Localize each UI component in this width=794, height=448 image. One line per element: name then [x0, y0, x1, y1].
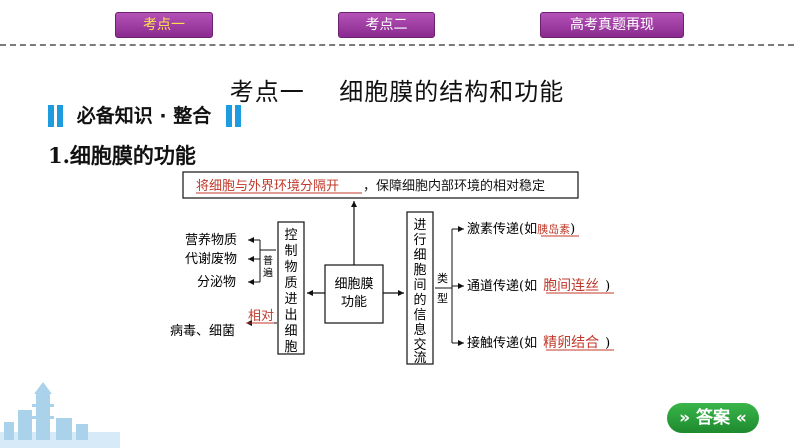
- brace-label-bian: 遍: [263, 266, 273, 279]
- svg-text:制: 制: [284, 244, 297, 259]
- svg-text:进: 进: [284, 292, 297, 307]
- right-item-hormone: 激素传递(如胰岛素): [467, 221, 575, 237]
- center-function-box: [324, 264, 384, 324]
- svg-text:行: 行: [413, 233, 426, 248]
- svg-text:质: 质: [284, 276, 297, 291]
- section-banner: 必备知识 · 整合: [48, 102, 244, 130]
- control-box: [277, 221, 305, 355]
- top-function-box: [182, 171, 579, 199]
- top-box-text: ，保障细胞内部环境的相对稳定: [363, 178, 545, 194]
- svg-text:细: 细: [413, 248, 426, 263]
- left-item-waste: 代谢废物: [185, 251, 237, 267]
- left-input-arrows: [248, 237, 276, 285]
- banner-bar-icon: [57, 105, 63, 127]
- svg-text:控: 控: [284, 228, 297, 243]
- right-type-arrows: [435, 226, 464, 346]
- info-exchange-box: [406, 211, 434, 365]
- svg-text:交: 交: [413, 337, 426, 353]
- svg-text:息: 息: [413, 322, 426, 338]
- banner-bar-icon: [235, 105, 241, 127]
- svg-text:胞: 胞: [284, 340, 297, 355]
- left-item-nutrients: 营养物质: [185, 232, 237, 248]
- section-banner-text: 必备知识 · 整合: [76, 105, 212, 127]
- svg-text:物: 物: [284, 260, 297, 275]
- right-item-contact: 接触传递(如精卵结合): [467, 335, 610, 351]
- type-label-xing: 型: [437, 291, 448, 305]
- svg-text:细: 细: [284, 324, 297, 339]
- brace-label-pu: 普: [263, 254, 273, 267]
- relative-answer: 相对: [248, 309, 274, 324]
- banner-bar-icon: [226, 105, 232, 127]
- right-item-channel: 通道传递(如胞间连丝): [467, 278, 610, 294]
- left-item-secretions: 分泌物: [197, 275, 236, 290]
- svg-text:间: 间: [413, 278, 426, 293]
- control-box-text: 控 制 物 质 进 出 细 胞: [284, 228, 297, 355]
- svg-text:出: 出: [284, 308, 297, 323]
- info-exchange-text: 进 行 细 胞 间 的 信 息 交 流: [413, 218, 426, 366]
- type-label-lei: 类: [437, 271, 448, 285]
- tab-kaodian-2[interactable]: 考点二: [338, 12, 435, 38]
- tab-kaodian-1[interactable]: 考点一: [115, 12, 213, 38]
- svg-text:胞: 胞: [413, 263, 426, 278]
- bottom-left-item: 病毒、细菌: [170, 324, 235, 339]
- page-title: 考点一 细胞膜的结构和功能: [229, 78, 565, 106]
- answer-button[interactable]: » 答案 «: [667, 403, 759, 433]
- section-heading: 1.细胞膜的功能: [48, 143, 196, 168]
- tab-gaokao-zhenti[interactable]: 高考真题再现: [540, 12, 684, 38]
- top-nav: 考点一 考点二 高考真题再现: [0, 0, 794, 46]
- building-decoration: [0, 382, 120, 448]
- svg-text:的: 的: [413, 292, 426, 308]
- center-box-line-1: 细胞膜: [334, 277, 373, 292]
- svg-text:信: 信: [413, 308, 426, 323]
- center-box-line-2: 功能: [341, 295, 367, 310]
- banner-bar-icon: [48, 105, 54, 127]
- top-box-answer: 将细胞与外界环境分隔开: [196, 179, 339, 194]
- nav-divider: [0, 44, 794, 46]
- svg-text:流: 流: [413, 351, 426, 366]
- svg-text:进: 进: [413, 218, 426, 233]
